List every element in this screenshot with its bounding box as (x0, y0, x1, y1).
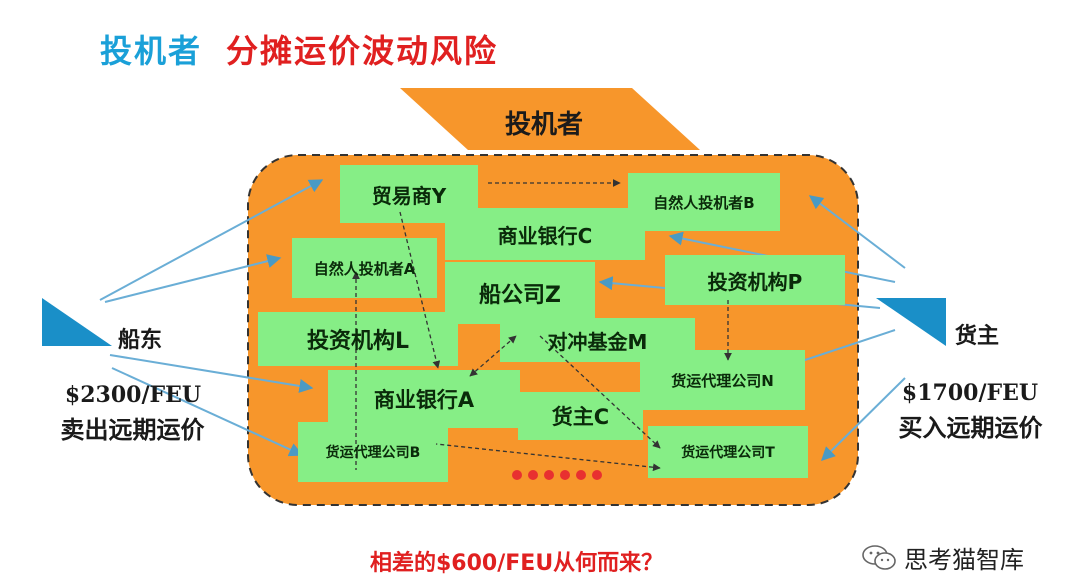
ellipsis-dot (544, 470, 554, 480)
shipowner-label: 船东 (118, 327, 163, 353)
ellipsis-dot (592, 470, 602, 480)
cargo-owner-label: 货主 (955, 323, 1000, 349)
brand-name: 思考猫智库 (904, 546, 1024, 574)
cargo-owner-triangle (876, 298, 946, 346)
title-speculator: 投机者 (100, 32, 203, 70)
shipowner-arrows (99, 179, 324, 457)
box-cargo-owner-c (518, 392, 643, 440)
ellipsis-dot (576, 470, 586, 480)
box-freight-forwarder-b (298, 422, 448, 482)
participant-freight-forwarder-n: 货运代理公司N (671, 371, 774, 390)
participant-commercial-bank-a: 商业银行A (373, 388, 475, 412)
participant-shipping-company-z: 船公司Z (479, 283, 561, 308)
shipowner-price: $2300/FEU (64, 382, 202, 408)
participant-hedge-fund-m: 对冲基金M (547, 329, 648, 354)
box-investment-institution-p (665, 255, 845, 305)
participant-freight-forwarder-b: 货运代理公司B (325, 445, 421, 461)
shipowner-triangle (42, 298, 112, 346)
speculator-banner-label: 投机者 (505, 110, 584, 140)
box-commercial-bank-a (328, 370, 520, 428)
title-risk-sharing: 分摊运价波动风险 (226, 32, 499, 70)
speculator-banner-shape (400, 88, 700, 150)
participant-commercial-bank-c: 商业银行C (497, 223, 593, 248)
ellipsis-dot (512, 470, 522, 480)
box-freight-forwarder-t (648, 426, 808, 478)
box-natural-person-a (292, 238, 437, 298)
transaction-arrows (352, 179, 732, 472)
wechat-icon (862, 544, 896, 570)
participant-investment-institution-l: 投资机构L (306, 329, 410, 354)
participant-freight-forwarder-t: 货运代理公司T (681, 445, 775, 461)
shipowner-action: 卖出远期运价 (60, 415, 205, 444)
ellipsis-dot (528, 470, 538, 480)
price-gap-question: 相差的$600/FEU从何而来？ (370, 551, 664, 576)
ellipsis-dot (560, 470, 570, 480)
participant-natural-person-b: 自然人投机者B (653, 193, 755, 212)
participant-cargo-owner-c: 货主C (551, 405, 610, 429)
more-participants-ellipsis (512, 470, 602, 480)
cargo-owner-action: 买入远期运价 (898, 413, 1043, 442)
box-natural-person-b (628, 173, 780, 231)
participant-trader-y: 贸易商Y (371, 183, 447, 208)
box-freight-forwarder-n (640, 350, 805, 410)
participant-natural-person-a: 自然人投机者A (313, 259, 416, 278)
box-commercial-bank-c (445, 208, 645, 260)
brand-watermark: 思考猫智库 (862, 540, 1024, 575)
box-investment-institution-l (258, 312, 458, 366)
box-shipping-company-z (445, 262, 595, 324)
participant-investment-institution-p: 投资机构P (707, 269, 803, 294)
cargo-owner-price: $1700/FEU (901, 380, 1039, 406)
